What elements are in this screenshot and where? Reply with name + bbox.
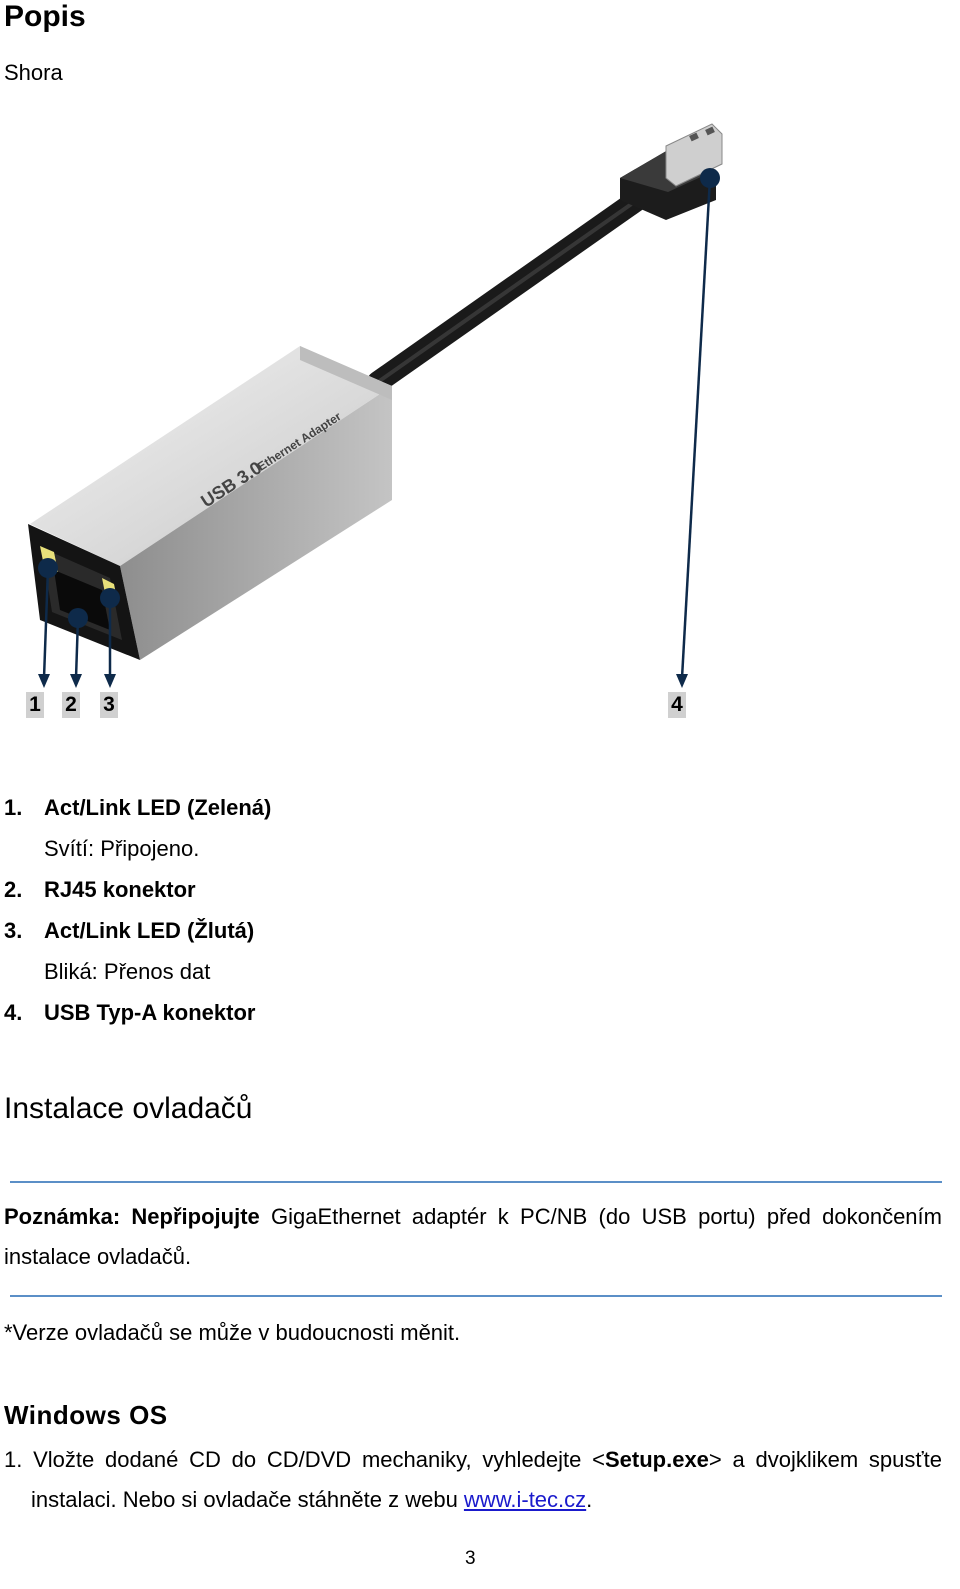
callout-3: 3	[100, 692, 118, 718]
section-heading-install: Instalace ovladačů	[4, 1092, 253, 1125]
page-title: Popis	[4, 0, 86, 33]
version-note: *Verze ovladačů se může v budoucnosti mě…	[4, 1320, 461, 1345]
list-item: 4.USB Typ-A konektor	[4, 1000, 256, 1025]
list-item: 1.Act/Link LED (Zelená)	[4, 795, 272, 820]
list-item: 2.RJ45 konektor	[4, 877, 196, 902]
feature-list: 1.Act/Link LED (Zelená) Svítí: Připojeno…	[4, 787, 904, 1033]
callout-pointers	[38, 168, 720, 688]
adapter-body	[28, 346, 392, 660]
page-number: 3	[465, 1548, 476, 1569]
callout-4: 4	[668, 692, 686, 718]
install-note: Poznámka: Nepřipojujte GigaEthernet adap…	[4, 1204, 942, 1269]
list-item-detail: Svítí: Připojeno.	[44, 836, 200, 861]
divider	[10, 1181, 942, 1183]
callout-2: 2	[62, 692, 80, 718]
list-item: 3.Act/Link LED (Žlutá)	[4, 918, 255, 943]
section-subtitle: Shora	[4, 60, 63, 85]
windows-step-1: 1. Vložte dodané CD do CD/DVD mechaniky,…	[4, 1447, 942, 1512]
callout-1: 1	[26, 692, 44, 718]
website-link[interactable]: www.i-tec.cz	[463, 1487, 587, 1512]
list-item-detail: Bliká: Přenos dat	[44, 959, 211, 984]
section-heading-windows: Windows OS	[4, 1400, 168, 1430]
adapter-illustration: USB 3.0 Ethernet Adapter	[28, 123, 723, 688]
divider	[10, 1295, 942, 1297]
